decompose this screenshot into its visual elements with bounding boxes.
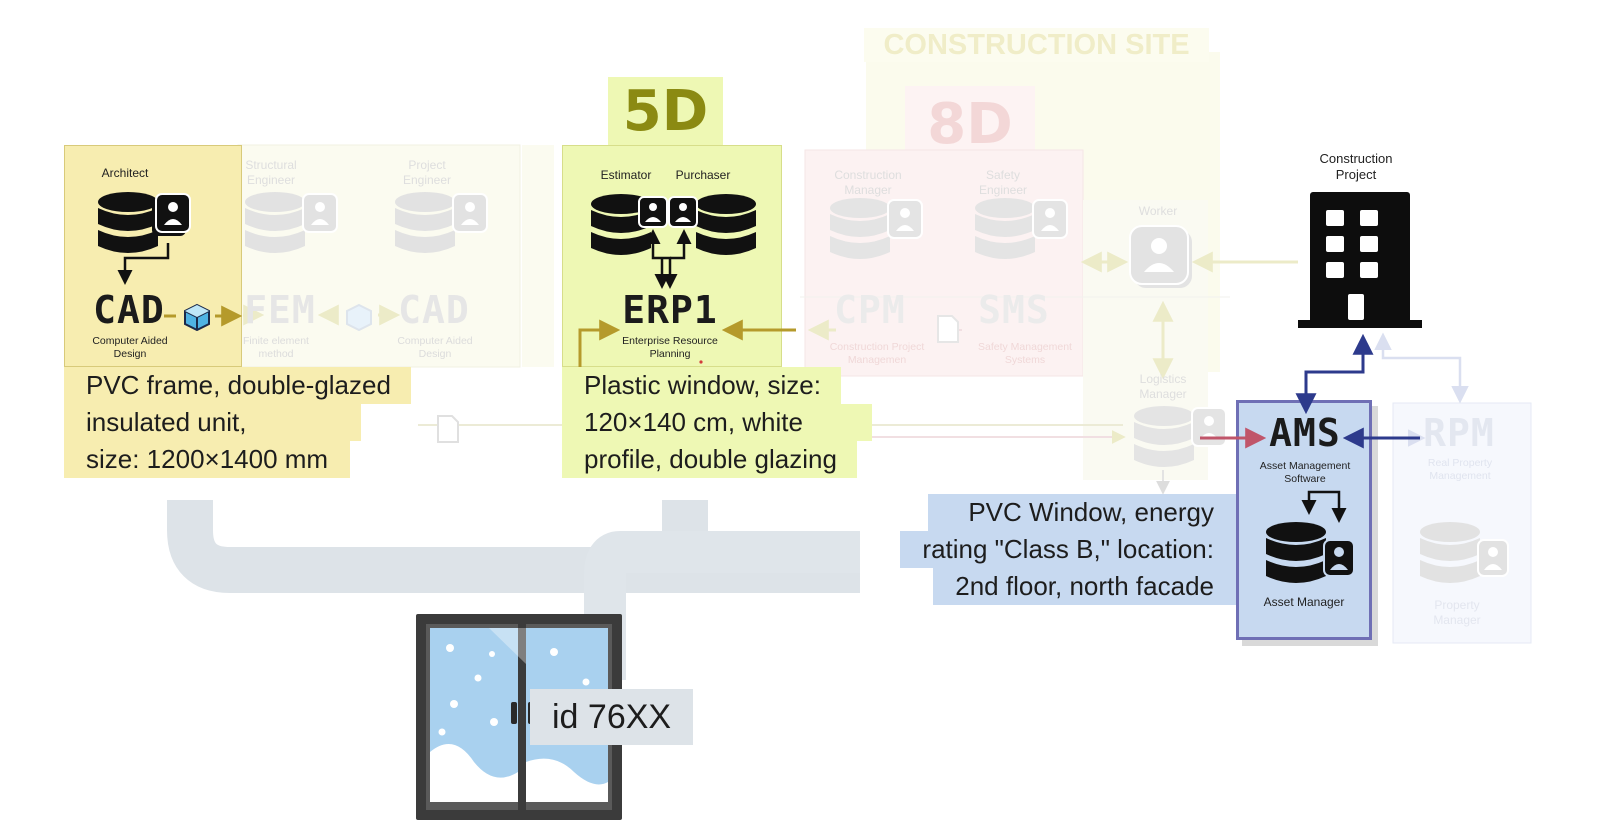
dim-5d-label: 5D bbox=[622, 79, 709, 144]
building-icon bbox=[1298, 192, 1422, 328]
role-safety-engineer: Safety Engineer bbox=[978, 168, 1028, 197]
system-fem-name: FEM bbox=[244, 288, 316, 332]
role-estimator: Estimator bbox=[600, 168, 652, 182]
system-cad2-name: CAD bbox=[398, 288, 470, 332]
window-id-label: id 76XX bbox=[530, 689, 694, 745]
callout-erp-line: 120×140 cm, white bbox=[562, 404, 872, 441]
system-erp-name: ERP1 bbox=[622, 288, 718, 332]
database-user-icon bbox=[395, 192, 488, 253]
callout-erp: Plastic window, size: 120×140 cm, white … bbox=[562, 367, 872, 478]
database-user-icon bbox=[830, 198, 923, 259]
cube-icon bbox=[184, 303, 210, 331]
role-property-manager: Property Manager bbox=[1433, 598, 1481, 627]
cad-panel bbox=[64, 145, 242, 367]
callout-design: PVC frame, double-glazed insulated unit,… bbox=[64, 367, 411, 478]
cube-icon bbox=[346, 303, 372, 331]
database-user-icon bbox=[1266, 522, 1355, 583]
database-user-icon bbox=[245, 192, 338, 253]
database-user-icon bbox=[1420, 522, 1509, 583]
role-project-engineer: Project Engineer bbox=[402, 158, 452, 187]
system-cpm-name: CPM bbox=[834, 288, 906, 332]
role-logistics-manager: Logistics Manager bbox=[1139, 372, 1187, 401]
system-cad2-desc: Computer Aided Design bbox=[397, 335, 473, 360]
window-illustration bbox=[416, 614, 622, 820]
dim-5d-header: 5D bbox=[608, 77, 723, 147]
system-cpm-desc: Construction Project Managemen bbox=[829, 341, 925, 366]
role-worker: Worker bbox=[1138, 204, 1178, 218]
callout-erp-line: Plastic window, size: bbox=[562, 367, 841, 404]
system-fem-desc: Finite element method bbox=[243, 335, 309, 360]
system-sms-desc: Safety Management Systems bbox=[978, 341, 1072, 366]
document-icon bbox=[437, 415, 459, 443]
system-sms-name: SMS bbox=[978, 288, 1050, 332]
callout-design-line: PVC frame, double-glazed bbox=[64, 367, 411, 404]
callout-ams: PVC Window, energy rating "Class B," loc… bbox=[888, 494, 1236, 605]
role-construction-manager: Construction Manager bbox=[834, 168, 902, 197]
dim-8d-label: 8D bbox=[927, 92, 1013, 157]
construction-site-title: CONSTRUCTION SITE bbox=[883, 29, 1190, 61]
callout-ams-line: 2nd floor, north facade bbox=[933, 568, 1236, 605]
system-ams-name: AMS bbox=[1269, 411, 1341, 455]
database-user-icon bbox=[975, 198, 1068, 259]
system-erp-desc: Enterprise Resource Planning bbox=[622, 335, 718, 360]
role-purchaser: Purchaser bbox=[675, 168, 731, 182]
system-rpm-name: RPM bbox=[1423, 411, 1495, 455]
callout-erp-line: profile, double glazing bbox=[562, 441, 857, 478]
system-rpm-desc: Real Property Management bbox=[1427, 457, 1493, 482]
callout-design-line: insulated unit, bbox=[64, 404, 361, 441]
role-structural-engineer: Structural Engineer bbox=[245, 158, 297, 187]
system-ams-desc: Asset Management Software bbox=[1259, 460, 1351, 485]
system-cad-desc: Computer Aided Design bbox=[92, 335, 168, 360]
user-icon bbox=[1129, 225, 1192, 288]
callout-ams-line: PVC Window, energy bbox=[928, 494, 1236, 531]
database-user-icon bbox=[591, 194, 756, 255]
callout-design-line: size: 1200×1400 mm bbox=[64, 441, 351, 478]
role-architect: Architect bbox=[101, 166, 149, 180]
role-construction-project: Construction Project bbox=[1319, 151, 1393, 182]
role-asset-manager: Asset Manager bbox=[1263, 595, 1345, 609]
document-icon bbox=[937, 315, 959, 343]
callout-ams-line: rating "Class B," location: bbox=[900, 531, 1236, 568]
system-cad-name: CAD bbox=[93, 288, 165, 332]
database-user-icon bbox=[98, 192, 191, 253]
